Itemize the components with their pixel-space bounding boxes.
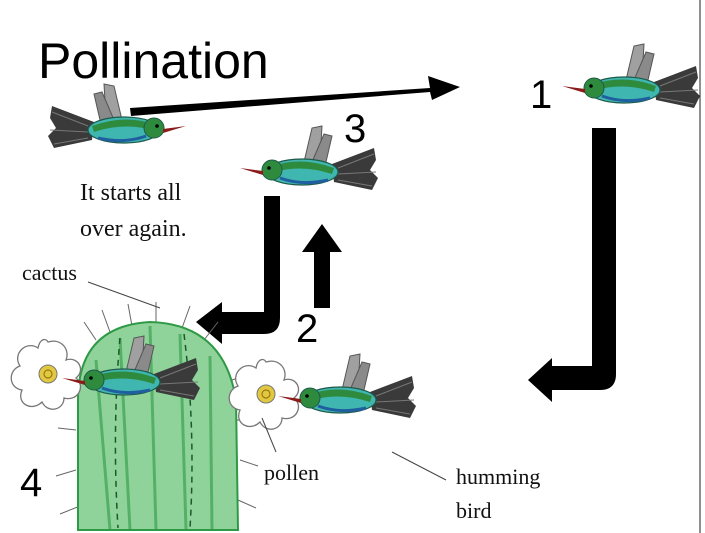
hummingbird-label-line2: bird (456, 498, 491, 523)
pollen-label: pollen (264, 460, 319, 485)
step-number-3: 3 (344, 107, 366, 151)
arrow-icon (196, 196, 280, 344)
step-number-1: 1 (530, 73, 552, 117)
arrow-icon (528, 128, 616, 402)
cactus-leader-line (88, 282, 160, 308)
restart-caption-line1: It starts all (80, 180, 182, 206)
hummingbird-leader-line (392, 452, 446, 480)
arrow-icon (302, 224, 342, 308)
flower-icon (229, 360, 298, 430)
diagram-title: Pollination (38, 33, 269, 89)
hummingbird-icon (48, 84, 186, 148)
cactus-label: cactus (22, 260, 77, 285)
cactus-icon (56, 302, 258, 530)
hummingbird-label-line1: humming (456, 464, 540, 489)
step-number-4: 4 (20, 461, 42, 505)
flower-icon (11, 340, 80, 410)
step-number-2: 2 (296, 307, 318, 351)
restart-caption-line2: over again. (80, 216, 187, 242)
hummingbird-icon (562, 44, 700, 108)
